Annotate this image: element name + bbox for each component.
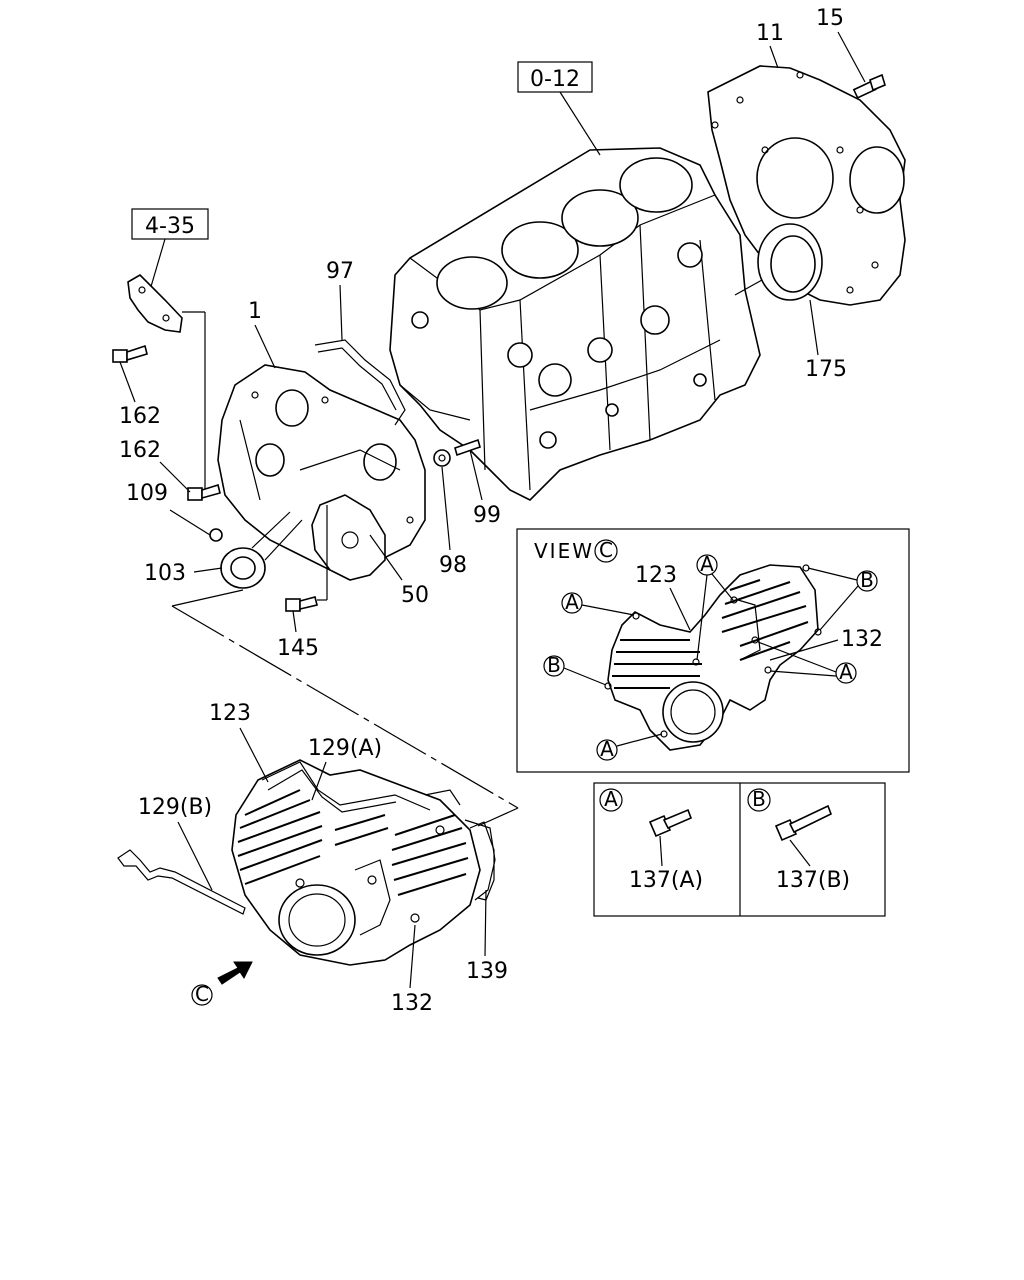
rear-oil-seal: 175 [734,223,847,382]
svg-text:A: A [600,737,614,761]
label-139: 139 [466,959,508,984]
label-132: 132 [391,991,433,1016]
gasket-139: 139 [466,821,508,984]
legend-a-part: 137(A) [629,868,703,893]
view-c-title-marker: C [599,538,613,562]
bolt-145: 145 [277,505,328,661]
bolt-109: 109 [126,481,223,542]
svg-text:B: B [547,653,561,677]
label-50: 50 [401,583,429,608]
view-c-title: VIEW [534,539,594,563]
bolt-162-upper: 162 [112,344,161,429]
view-c-marker: C [195,982,209,1006]
label-162-upper: 162 [119,404,161,429]
cylinder-block [389,147,761,501]
label-129b: 129(B) [138,795,212,820]
stud-99: 99 [454,438,501,528]
bracket-ref-label: 4-35 [145,214,195,239]
view-c-label-132: 132 [841,627,883,652]
bolt-legend: A 137(A) B 137(B) [593,782,886,917]
legend-a-marker: A [604,787,618,811]
bracket-ref-box: 4-35 [131,208,209,291]
cover-ribs [237,789,469,896]
label-99: 99 [473,503,501,528]
rear-plate: 11 [707,21,906,306]
view-c-ribs [612,579,809,689]
front-housing-50: 50 [311,494,429,608]
bolt-15: 15 [816,6,886,99]
view-c-arrow: C [191,961,253,1006]
legend-b-marker: B [752,787,766,811]
explode-line-left [171,589,244,607]
label-98: 98 [439,553,467,578]
gasket-97: 97 [314,259,406,426]
view-c-panel: VIEW C 123 132 [516,528,910,773]
svg-text:A: A [700,552,714,576]
explode-line [171,605,519,809]
marker-b-right: B [807,567,878,631]
marker-a-top: A [696,552,734,661]
bolt-137b [774,804,833,867]
marker-a-bottom: A [596,733,663,761]
view-c-label-123: 123 [635,563,677,588]
nut-98: 98 [433,449,467,578]
bolt-162-lower: 162 [119,438,221,501]
label-1: 1 [248,299,262,324]
svg-text:A: A [839,660,853,684]
label-97: 97 [326,259,354,284]
gasket-129a [261,761,431,813]
gasket-129b: 129(B) [117,795,246,915]
block-ref-label: 0-12 [530,67,580,92]
label-11: 11 [756,21,784,46]
legend-b-part: 137(B) [776,868,850,893]
svg-text:B: B [860,568,874,592]
label-109: 109 [126,481,168,506]
label-162-lower: 162 [119,438,161,463]
label-129a: 129(A) [308,736,382,761]
front-oil-seal: 103 [144,511,303,589]
bolt-137a [648,808,693,867]
svg-text:A: A [565,590,579,614]
timing-cover-assembly [231,759,496,966]
block-ref-box: 0-12 [517,61,601,156]
marker-a-right: A [757,641,857,684]
bracket [127,273,206,495]
label-145: 145 [277,636,319,661]
marker-b-left: B [543,653,607,686]
label-123: 123 [209,701,251,726]
marker-a-left: A [561,590,635,616]
label-175: 175 [805,357,847,382]
label-103: 103 [144,561,186,586]
label-15: 15 [816,6,844,31]
